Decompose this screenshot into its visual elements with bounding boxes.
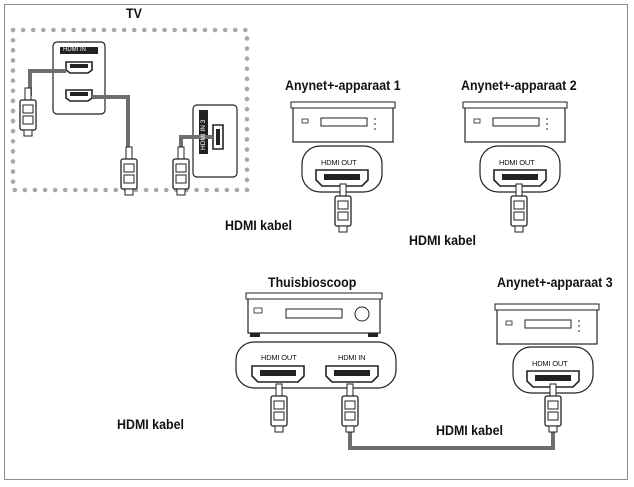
diagram-frame — [4, 4, 628, 480]
cable3-label: HDMI kabel — [117, 417, 184, 432]
tv-hdmi-in-label: HDMI IN — [63, 47, 86, 53]
hometheater-in-label: HDMI IN — [338, 353, 366, 362]
device3-port-label: HDMI OUT — [532, 359, 568, 368]
cable2-label: HDMI kabel — [409, 233, 476, 248]
device3-label: Anynet+-apparaat 3 — [497, 275, 613, 290]
device2-box — [462, 101, 568, 143]
cable4-label: HDMI kabel — [436, 423, 503, 438]
tv-hdmi-in3-label: HDMI IN 3 — [200, 119, 207, 150]
plug-tv-mid — [120, 146, 138, 196]
tv-boundary — [10, 27, 250, 193]
tv-hdmi-in3-panel — [192, 104, 238, 178]
device1-label: Anynet+-apparaat 1 — [285, 78, 401, 93]
device1-port-label: HDMI OUT — [321, 158, 357, 167]
hometheater-label: Thuisbioscoop — [268, 275, 357, 290]
tv-label: TV — [126, 6, 142, 21]
device3-box — [494, 303, 600, 345]
plug-hometheater-out — [270, 383, 288, 433]
hometheater-box — [245, 292, 383, 337]
cable-tv-to-device1 — [179, 135, 213, 150]
plug-tv-right — [172, 146, 190, 196]
device2-label: Anynet+-apparaat 2 — [461, 78, 577, 93]
cable1-label: HDMI kabel — [225, 218, 292, 233]
hometheater-out-label: HDMI OUT — [261, 353, 297, 362]
hometheater-port-panel — [235, 341, 397, 389]
cable-hometheater-to-device3 — [348, 425, 555, 450]
device1-box — [290, 101, 396, 143]
device2-port-label: HDMI OUT — [499, 158, 535, 167]
plug-hometheater-in — [341, 383, 359, 433]
cable-tv-to-device2 — [92, 95, 130, 150]
plug-tv-left — [19, 87, 37, 137]
